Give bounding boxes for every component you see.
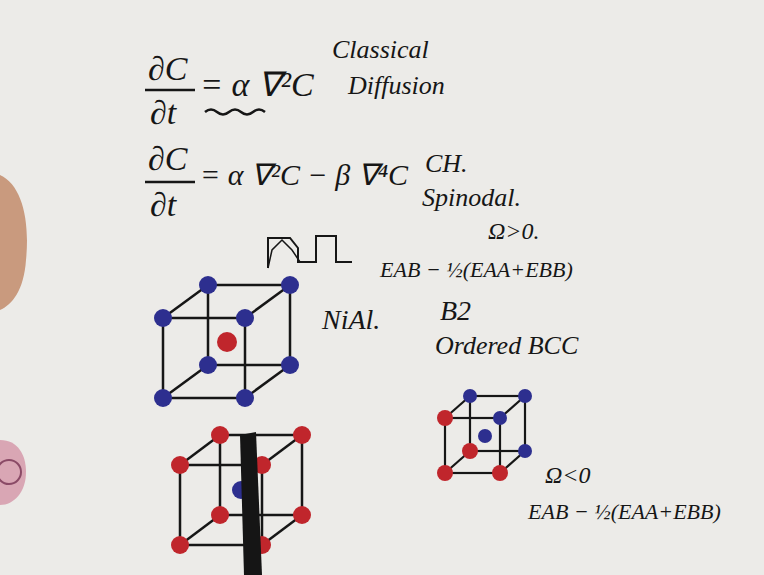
structure-name: Ordered BCC xyxy=(435,332,578,361)
denominator: ∂t xyxy=(150,186,176,223)
b2-unit-cell xyxy=(163,285,290,398)
energy-expression: EAB − ½(EAA+EBB) xyxy=(380,258,573,282)
marker xyxy=(240,432,262,575)
energy-expression: EAB − ½(EAA+EBB) xyxy=(528,500,721,524)
alloy-name: NiAl. xyxy=(322,305,380,336)
note-text: CH. xyxy=(425,150,468,179)
condition-text: Ω<0 xyxy=(545,462,591,488)
note-text: Diffusion xyxy=(348,72,445,101)
fraction-bar xyxy=(145,181,195,184)
hand xyxy=(0,175,27,310)
numerator: ∂C xyxy=(148,140,187,177)
condition-text: Ω>0. xyxy=(488,218,540,244)
note-text: Spinodal. xyxy=(422,184,521,213)
underline xyxy=(205,110,265,115)
fraction-bar xyxy=(145,89,195,92)
composition-wave xyxy=(268,236,352,268)
equation-rhs: = α ∇²C − β ∇⁴C xyxy=(200,158,408,191)
note-text: Classical xyxy=(332,36,429,65)
denominator: ∂t xyxy=(150,94,176,131)
logo xyxy=(0,440,26,505)
equation-rhs: = α ∇²C xyxy=(200,66,314,103)
ordered-unit-cell xyxy=(445,396,525,473)
structure-name: B2 xyxy=(440,296,471,327)
numerator: ∂C xyxy=(148,50,187,87)
